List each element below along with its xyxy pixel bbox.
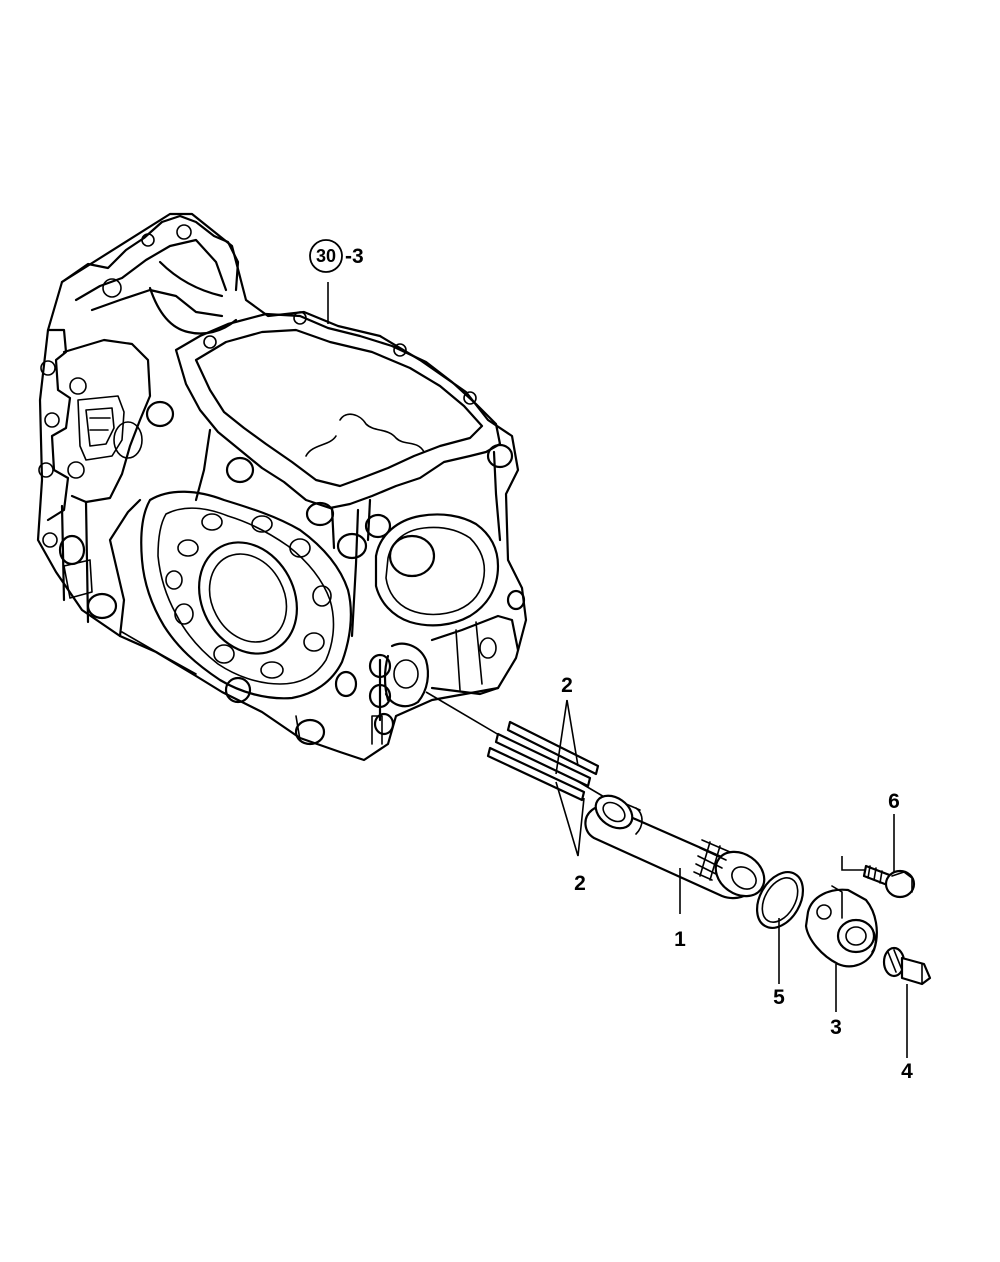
o-ring: [755, 871, 805, 929]
label-part-5: 5: [773, 986, 785, 1009]
reference-suffix: -3: [345, 245, 364, 268]
transmission-case: [36, 212, 528, 762]
leader-lines: [327, 282, 908, 1058]
label-part-2-upper: 2: [561, 674, 573, 697]
strainer-plates: [486, 720, 600, 802]
label-part-1: 1: [674, 928, 686, 951]
oil-filter-cartridge: [584, 794, 766, 900]
bolt: [841, 856, 916, 899]
filter-cover: [804, 885, 878, 968]
drain-plug: [882, 946, 932, 986]
label-part-6: 6: [888, 790, 900, 813]
label-part-3: 3: [830, 1016, 842, 1039]
reference-circle: [309, 239, 343, 273]
reference-number: 30: [316, 246, 336, 266]
label-part-4: 4: [901, 1060, 913, 1083]
reference-callout: 30 -3: [309, 239, 364, 273]
label-part-2-lower: 2: [574, 872, 586, 895]
